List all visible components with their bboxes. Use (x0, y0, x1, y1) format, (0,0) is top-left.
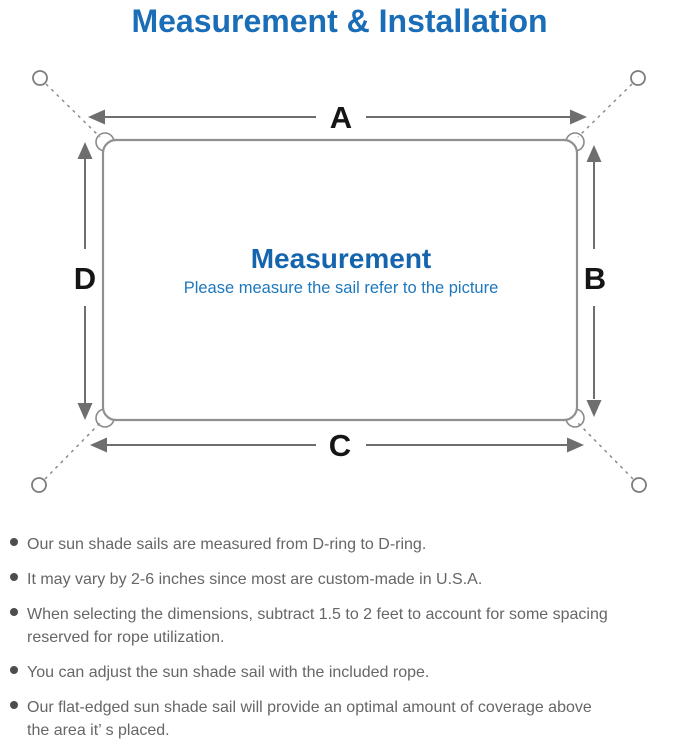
note-text: Our sun shade sails are measured from D-… (27, 536, 427, 553)
arrowhead-right-icon (570, 109, 587, 125)
rope-lines (44, 83, 634, 480)
dimension-arrow-c (90, 437, 584, 453)
arrowhead-up-icon (77, 142, 93, 159)
note-text: reserved for rope utilization. (27, 629, 225, 646)
arrowhead-down-icon (586, 400, 602, 417)
notes-list: Our sun shade sails are measured from D-… (10, 533, 670, 739)
anchor-ring-icon (31, 477, 47, 493)
arrowhead-down-icon (77, 403, 93, 420)
list-item: You can adjust the sun shade sail with t… (10, 661, 670, 684)
sail-rectangle (101, 138, 579, 422)
center-heading: Measurement (251, 243, 432, 274)
rope-line-top-right (577, 83, 633, 138)
bullet-dot-icon (10, 538, 18, 546)
bullet-dot-icon (10, 573, 18, 581)
list-item: Our sun shade sails are measured from D-… (10, 533, 670, 556)
note-text: You can adjust the sun shade sail with t… (27, 664, 430, 681)
rope-line-bottom-right (577, 422, 634, 480)
dimension-arrow-d (77, 142, 93, 420)
anchor-ring-icon (631, 477, 647, 493)
arrowhead-left-icon (90, 437, 107, 453)
dimension-label-d: D (74, 261, 96, 296)
dimension-label-b: B (584, 261, 606, 296)
arrowhead-left-icon (88, 109, 105, 125)
dimension-arrow-b (586, 145, 602, 417)
bullet-dot-icon (10, 701, 18, 709)
anchor-ring-icon (630, 70, 646, 86)
arrowhead-up-icon (586, 145, 602, 162)
page-title: Measurement & Installation (131, 3, 548, 39)
note-text: When selecting the dimensions, subtract … (27, 606, 608, 623)
anchor-ring-icon (32, 70, 48, 86)
sail-measurement-diagram: A B C D Measurement Please measure the s… (31, 70, 647, 493)
note-text: It may vary by 2-6 inches since most are… (27, 571, 483, 588)
anchor-points (31, 70, 647, 493)
list-item: Our flat-edged sun shade sail will provi… (10, 696, 670, 739)
list-item: It may vary by 2-6 inches since most are… (10, 568, 670, 591)
note-text: Our flat-edged sun shade sail will provi… (27, 699, 592, 716)
list-item: When selecting the dimensions, subtract … (10, 603, 670, 649)
bullet-dot-icon (10, 608, 18, 616)
arrowhead-right-icon (567, 437, 584, 453)
rope-line-top-left (45, 83, 101, 138)
rope-line-bottom-left (44, 422, 101, 480)
dimension-label-a: A (330, 100, 352, 135)
note-text: the area it’ s placed. (27, 722, 170, 739)
dimension-label-c: C (329, 428, 351, 463)
bullet-dot-icon (10, 666, 18, 674)
dimension-arrow-a (88, 109, 587, 125)
center-subtitle: Please measure the sail refer to the pic… (184, 279, 499, 297)
